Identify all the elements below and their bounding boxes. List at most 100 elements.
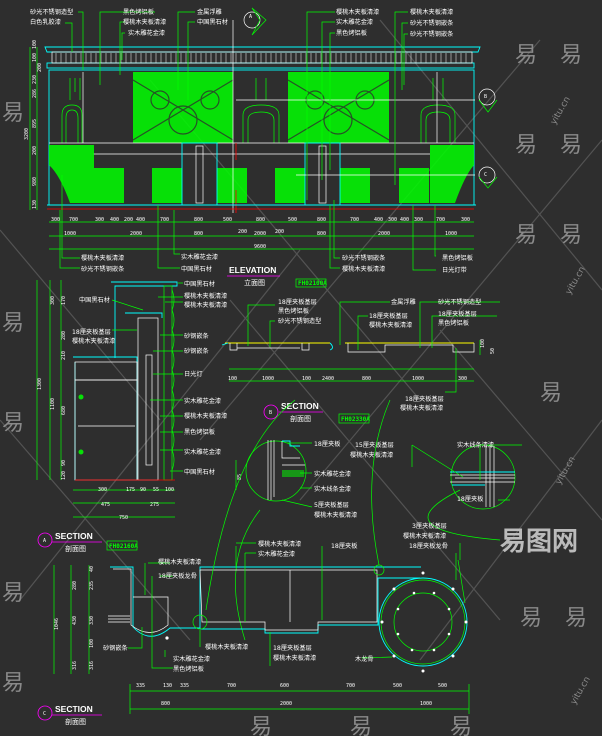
section-c-drawing	[53, 399, 470, 714]
annotation-text: 9600	[254, 244, 266, 250]
watermark-char: 易	[540, 381, 562, 406]
annotation-text: 樱桃木夹板清漆	[72, 337, 115, 345]
annotation-text: 黑色烤铝板	[442, 254, 473, 262]
annotation-text: 樱桃木夹板清漆	[123, 18, 166, 26]
annotation-text: 实木雕花金漆	[184, 448, 221, 456]
annotation-text: 700	[346, 683, 355, 689]
section-marker-c[interactable]: C	[478, 166, 498, 189]
annotation-text: 300	[414, 217, 423, 223]
watermark-char: 易	[2, 581, 24, 606]
annotation-text: 700	[69, 217, 78, 223]
annotation-text: 100	[32, 53, 38, 62]
annotation-text: 500	[438, 683, 447, 689]
annotation-text: 黑色烤铝板	[278, 307, 309, 315]
annotation-text: 895	[32, 119, 38, 128]
annotation-text: 330	[89, 616, 95, 625]
annotation-text: 18厘夹板龙骨	[158, 572, 197, 580]
annotation-text: 100	[89, 639, 95, 648]
annotation-text: 砂钢嵌条	[184, 347, 209, 355]
annotation-text: 100	[32, 40, 38, 49]
annotation-text: 200	[32, 146, 38, 155]
annotation-text: 中国黑石材	[79, 296, 110, 304]
section-b-title-block: B SECTION 剖面图 FH02330A	[263, 401, 370, 424]
annotation-text: 286	[32, 89, 38, 98]
annotation-text: 金属浮雕	[197, 8, 222, 16]
annotation-text: 700	[160, 217, 169, 223]
annotation-text: 实木雕花金漆	[184, 397, 221, 405]
annotation-text: 1000	[64, 231, 76, 237]
annotation-text: 800	[362, 376, 371, 382]
annotation-text: 500	[223, 217, 232, 223]
annotation-text: 2000	[130, 231, 142, 237]
annotation-text: 100	[228, 376, 237, 382]
annotation-text: 700	[227, 683, 236, 689]
watermark-char: 易	[2, 101, 24, 126]
section-marker-b[interactable]: B	[478, 88, 498, 113]
annotation-text: 90	[140, 487, 146, 493]
detail-right	[411, 444, 522, 541]
annotation-text: 实木雕花金漆	[314, 470, 351, 478]
annotation-text: 300	[458, 376, 467, 382]
annotation-text: 1000	[262, 376, 274, 382]
annotation-text: 18厘夹板基层	[273, 644, 312, 652]
watermark-site: yitu.cn	[564, 265, 588, 296]
annotation-text: FH02100A	[298, 280, 327, 287]
annotation-text: 樱桃木夹板清漆	[205, 643, 248, 651]
annotation-text: 200	[37, 63, 43, 72]
annotation-text: 750	[119, 515, 128, 521]
annotation-text: 实木雕花金漆	[128, 29, 165, 37]
annotation-text: 430	[72, 616, 78, 625]
annotation-text: 400	[400, 217, 409, 223]
annotation-text: 800	[161, 701, 170, 707]
annotation-text: 18厘夹板基层	[438, 310, 477, 318]
watermark-char: 易	[2, 311, 24, 336]
annotation-text: 100	[480, 339, 486, 348]
annotation-text: 316	[89, 661, 95, 670]
annotation-text: 实木线条清漆	[457, 441, 494, 449]
annotation-text: 18厘夹板基层	[72, 328, 111, 336]
annotation-text: 剖面图	[65, 717, 86, 726]
annotation-text: 400	[110, 217, 119, 223]
watermark-char: 易	[515, 43, 537, 68]
annotation-text: 130	[32, 200, 38, 209]
annotation-text: 立面图	[244, 278, 265, 287]
section-a-title-block: A SECTION 剖面图 FH02160A	[37, 531, 138, 553]
elevation-drawing	[44, 20, 481, 213]
annotation-text: 400	[136, 217, 145, 223]
annotation-text: 中国黑石材	[184, 468, 215, 476]
annotation-text: 樱桃木夹板清漆	[158, 558, 201, 566]
annotation-text: 300	[388, 217, 397, 223]
annotation-text: 剖面图	[290, 414, 311, 423]
annotation-text: 黑色烤铝板	[336, 29, 367, 37]
annotation-text: 剖面图	[65, 544, 86, 553]
annotation-text: 黑色烤铝板	[184, 428, 215, 436]
annotation-text: 3厘夹板基层	[412, 522, 447, 530]
elevation-dims-row1: 300 700 300 400 200 400 700 800 500 800 …	[51, 217, 470, 223]
watermark-char: 易	[560, 133, 582, 158]
annotation-text: B	[269, 410, 272, 416]
annotation-text: 316	[72, 661, 78, 670]
annotation-text: 400	[374, 217, 383, 223]
annotation-text: 中国黑石材	[184, 280, 215, 288]
section-marker-a[interactable]: A	[243, 7, 267, 36]
annotation-text: 黑色烤铝板	[173, 665, 204, 673]
annotation-text: 18厘夹板基层	[278, 298, 317, 306]
annotation-text: 1046	[54, 618, 60, 630]
annotation-text: 1000	[412, 376, 424, 382]
annotation-text: 木龙骨	[355, 655, 374, 663]
annotation-text: 300	[51, 217, 60, 223]
watermark-char: 易	[515, 223, 537, 248]
annotation-text: 樱桃木夹板清漆	[273, 654, 316, 662]
elevation-title-block: ELEVATION 立面图 FH02100A	[227, 265, 327, 288]
annotation-text: 3200	[24, 128, 30, 140]
annotation-text: 实木雕花金漆	[173, 655, 210, 663]
annotation-text: 100	[302, 376, 311, 382]
annotation-text: 18厘夹板	[314, 440, 340, 448]
annotation-text: 235	[89, 581, 95, 590]
annotation-text: 500	[288, 217, 297, 223]
annotation-text: 砂光不锈钢嵌条	[410, 30, 453, 38]
annotation-text: 600	[280, 683, 289, 689]
elevation-dims-row2: 1000 2000 800 200 2000 200 800 2000 1000…	[64, 229, 457, 250]
annotation-text: 2400	[322, 376, 334, 382]
annotation-text: 樱桃木夹板清漆	[410, 8, 453, 16]
